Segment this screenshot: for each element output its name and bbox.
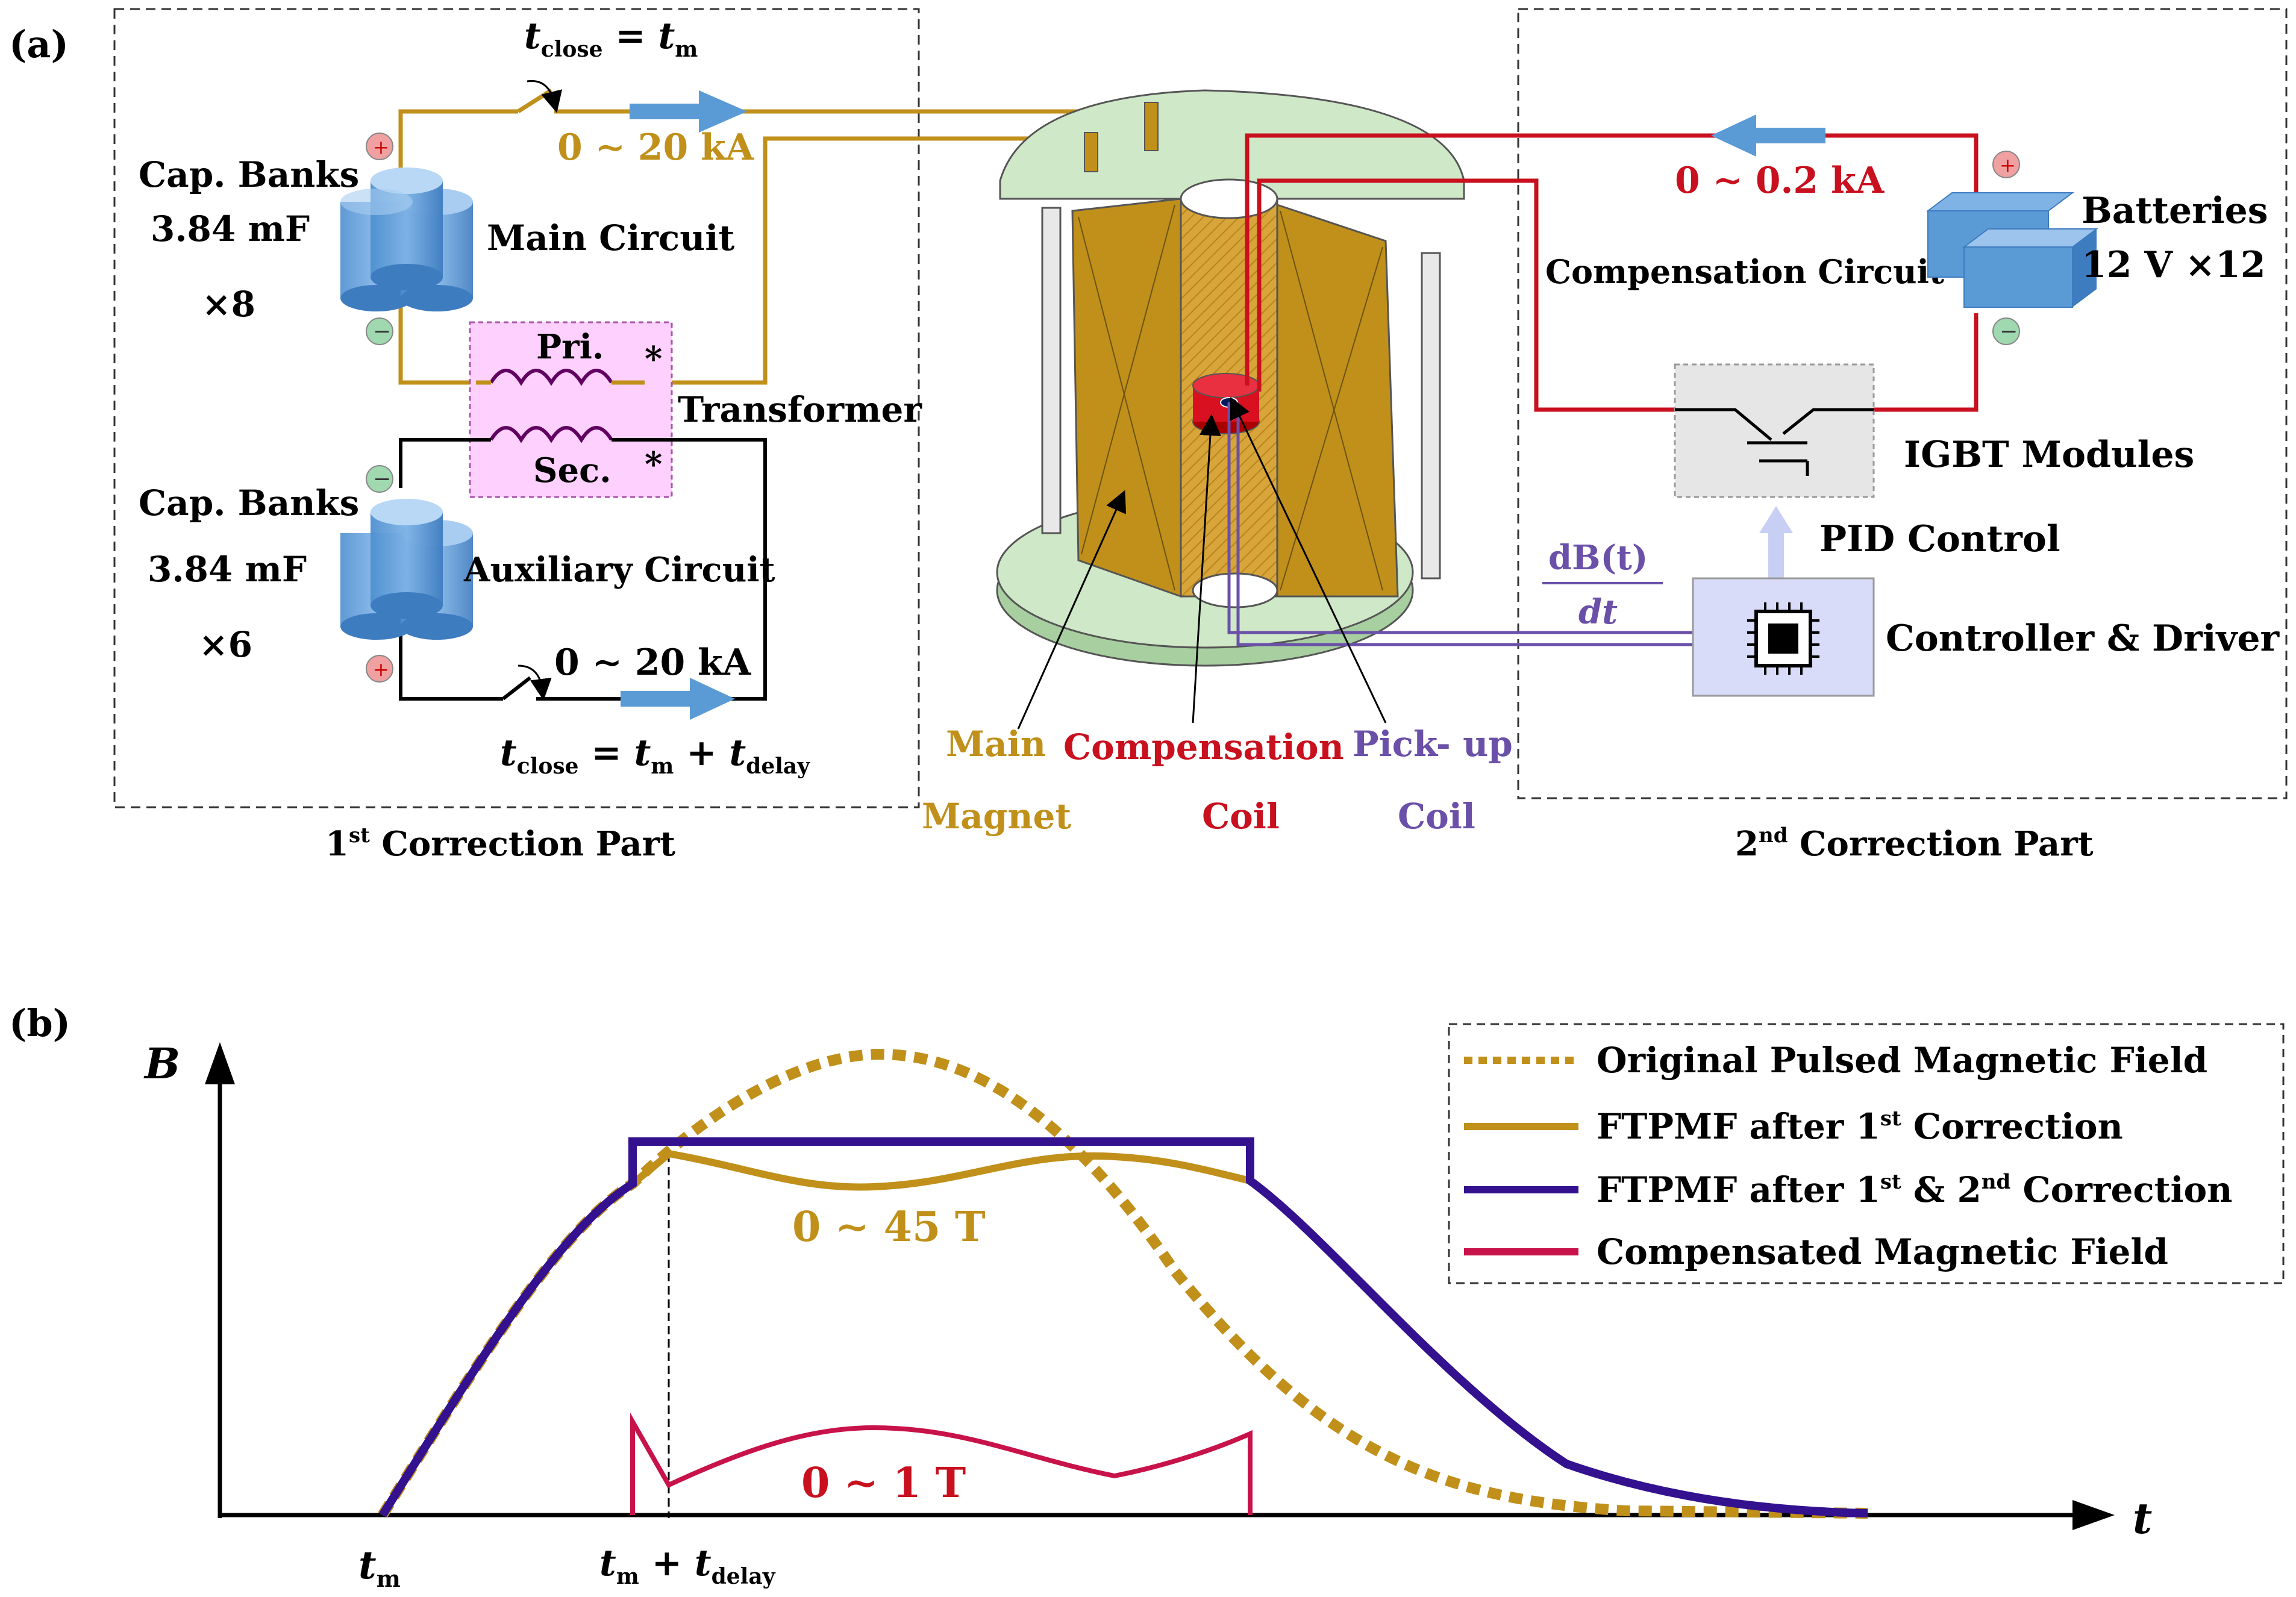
leader-lines <box>1017 396 1387 730</box>
switch1-condition: tclose = tm <box>524 15 698 62</box>
cap-aux-title: Cap. Banks <box>139 483 359 523</box>
igbt-icon <box>1674 363 1875 498</box>
pid-arrow-icon <box>1759 506 1793 578</box>
transformer-icon <box>469 321 673 498</box>
pickup-label-1: Pick- up <box>1353 723 1513 764</box>
legend-box <box>1448 1023 2285 1284</box>
panel-b-label: (b) <box>9 1001 70 1045</box>
main-switch-icon <box>517 80 563 113</box>
range-main-label: 0 ∼ 45 T <box>792 1203 986 1251</box>
cap-aux-capacitance: 3.84 mF <box>148 549 307 590</box>
legend-item-compensated: Compensated Magnetic Field <box>1464 1231 2168 1272</box>
legend-item-original: Original Pulsed Magnetic Field <box>1464 1040 2207 1081</box>
controller-label: Controller & Driver <box>1886 617 2280 660</box>
secondary-dot: * <box>645 445 662 484</box>
svg-text:−: − <box>373 467 391 492</box>
svg-text:Compensated Magnetic Field: Compensated Magnetic Field <box>1597 1231 2168 1272</box>
svg-text:+: + <box>373 136 389 158</box>
primary-dot: * <box>645 339 662 379</box>
combined-field-curve <box>379 1137 1868 1517</box>
panel-a-label: (a) <box>9 22 69 66</box>
aux-current-label: 0 ∼ 20 kA <box>554 642 752 684</box>
part2-label: 2nd Correction Part <box>1735 824 2094 864</box>
batteries-spec: 12 V ×12 <box>2082 244 2266 286</box>
dbdt-numerator: dB(t) <box>1548 538 1648 578</box>
secondary-label: Sec. <box>533 451 612 490</box>
comp-current-arrow-icon <box>1711 114 1825 157</box>
cap-main-title: Cap. Banks <box>139 154 359 195</box>
x-axis-label: t <box>2133 1493 2152 1543</box>
compensation-wires <box>1245 133 1979 412</box>
svg-text:−: − <box>2000 319 2018 344</box>
svg-text:FTPMF after 1st & 2nd Correcti: FTPMF after 1st & 2nd Correction <box>1597 1169 2232 1210</box>
range-comp-label: 0 ∼ 1 T <box>801 1459 966 1507</box>
tick-tm: tm <box>358 1543 401 1592</box>
x-axis-arrowhead <box>2072 1500 2115 1530</box>
pickup-label-2: Coil <box>1398 796 1475 837</box>
svg-text:FTPMF after 1st Correction: FTPMF after 1st Correction <box>1597 1106 2123 1147</box>
main-current-arrow-icon <box>630 90 747 133</box>
cap-main-count: ×8 <box>202 284 255 325</box>
transformer-label: Transformer <box>678 389 922 430</box>
pickup-wires <box>1227 402 1693 646</box>
battery-icon: + − <box>1926 151 2098 345</box>
capacitor-bank-main-icon: + − <box>340 133 473 345</box>
legend-item-second-correction: FTPMF after 1st & 2nd Correction <box>1464 1169 2232 1210</box>
switch2-condition: tclose = tm + tdelay <box>500 732 810 779</box>
aux-current-arrow-icon <box>621 678 735 720</box>
svg-text:+: + <box>2000 154 2016 177</box>
capacitor-bank-aux-icon: − + <box>340 465 473 683</box>
svg-text:Original Pulsed Magnetic Field: Original Pulsed Magnetic Field <box>1597 1040 2207 1081</box>
igbt-label: IGBT Modules <box>1904 434 2194 476</box>
comp-coil-label-2: Coil <box>1202 796 1280 837</box>
dbdt-denominator: dt <box>1578 592 1618 632</box>
batteries-label: Batteries <box>2082 190 2268 232</box>
primary-label: Pri. <box>536 327 604 367</box>
cap-main-capacitance: 3.84 mF <box>151 208 310 249</box>
pid-label: PID Control <box>1819 518 2060 560</box>
svg-text:+: + <box>373 658 389 681</box>
svg-text:−: − <box>373 319 391 344</box>
main-circuit-label: Main Circuit <box>487 217 734 258</box>
y-axis-label: B <box>143 1039 180 1089</box>
aux-switch-icon <box>502 664 552 701</box>
tick-tm-delay: tm + tdelay <box>599 1542 776 1589</box>
main-magnet-label-2: Magnet <box>922 796 1071 837</box>
aux-circuit-label: Auxiliary Circuit <box>463 550 775 590</box>
first-correction-box <box>113 8 920 808</box>
chip-icon <box>1692 577 1875 697</box>
part1-label: 1st Correction Part <box>325 824 675 864</box>
comp-current-label: 0 ∼ 0.2 kA <box>1675 160 1885 202</box>
compensated-field-curve <box>630 1412 1253 1515</box>
legend-item-first-correction: FTPMF after 1st Correction <box>1464 1106 2123 1147</box>
compensation-circuit-label: Compensation Circuit <box>1545 252 1944 291</box>
main-current-label: 0 ∼ 20 kA <box>557 127 755 169</box>
cap-aux-count: ×6 <box>199 624 252 665</box>
second-correction-box <box>1517 8 2288 799</box>
comp-coil-label-1: Compensation <box>1063 727 1344 767</box>
magnet-illustration <box>996 89 1465 667</box>
main-magnet-label-1: Main <box>946 723 1046 764</box>
y-axis-arrowhead <box>205 1042 235 1084</box>
field-chart <box>205 1042 2115 1530</box>
